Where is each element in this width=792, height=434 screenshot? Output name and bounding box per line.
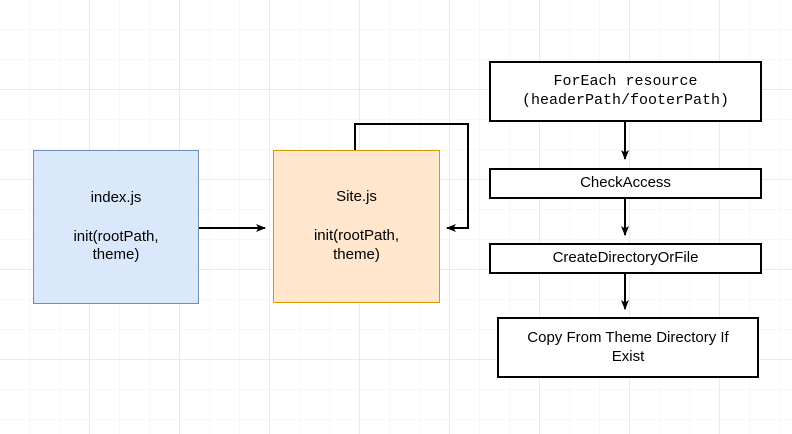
node-index-js[interactable]: index.js init(rootPath, theme) [33,150,199,304]
node-create-directory-or-file[interactable]: CreateDirectoryOrFile [489,243,762,274]
node-for-each-resource-label: ForEach resource (headerPath/footerPath) [521,72,730,109]
node-check-access-label: CheckAccess [580,174,671,192]
node-for-each-resource[interactable]: ForEach resource (headerPath/footerPath) [489,61,762,122]
node-copy-from-theme-directory-label: Copy From Theme Directory If Exist [527,328,729,365]
node-index-js-subtitle: init(rootPath, theme) [73,227,159,264]
node-site-js[interactable]: Site.js init(rootPath, theme) [273,150,440,303]
node-create-directory-or-file-label: CreateDirectoryOrFile [552,249,699,267]
node-site-js-subtitle: init(rootPath, theme) [313,227,400,263]
node-check-access[interactable]: CheckAccess [489,168,762,199]
node-copy-from-theme-directory[interactable]: Copy From Theme Directory If Exist [497,317,759,378]
node-index-js-title: index.js [90,188,142,206]
node-site-js-title: Site.js [336,188,377,206]
